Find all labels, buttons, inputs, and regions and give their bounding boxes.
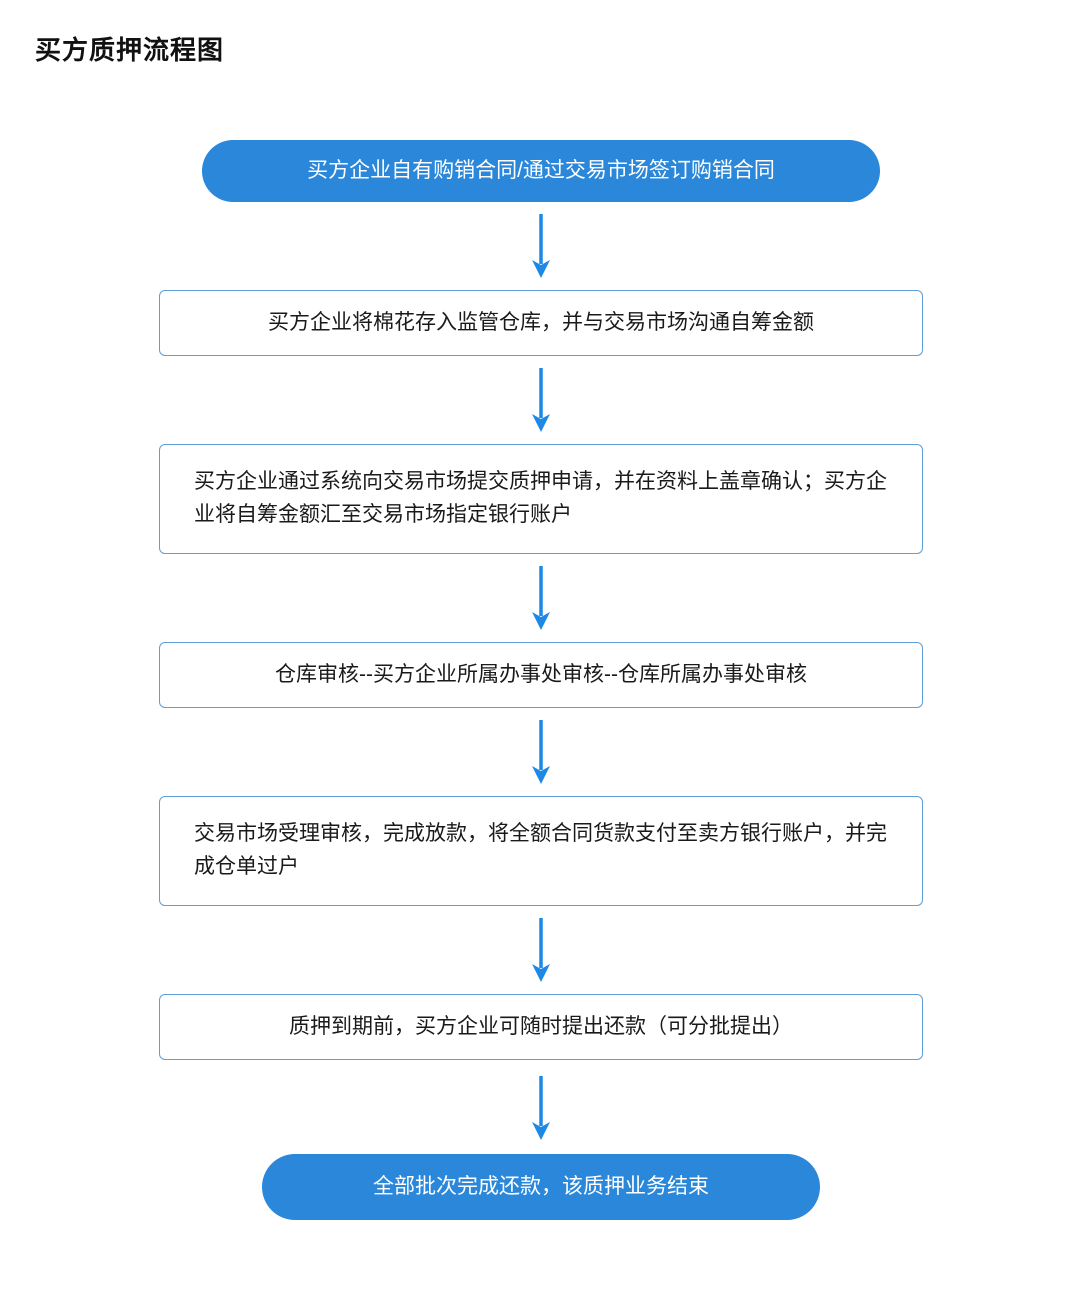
flow-node-end: 全部批次完成还款，该质押业务结束 (262, 1154, 820, 1220)
arrow-down-icon (532, 368, 550, 432)
flow-node-start: 买方企业自有购销合同/通过交易市场签订购销合同 (202, 140, 880, 202)
flow-node-step-2: 买方企业通过系统向交易市场提交质押申请，并在资料上盖章确认；买方企业将自筹金额汇… (159, 444, 923, 554)
flow-node-label: 仓库审核--买方企业所属办事处审核--仓库所属办事处审核 (275, 662, 807, 686)
flow-node-label: 买方企业通过系统向交易市场提交质押申请，并在资料上盖章确认；买方企业将自筹金额汇… (194, 470, 887, 526)
arrow-down-icon (532, 1076, 550, 1140)
flow-node-label: 买方企业将棉花存入监管仓库，并与交易市场沟通自筹金额 (268, 310, 814, 334)
arrow-down-icon (532, 566, 550, 630)
flow-node-step-1: 买方企业将棉花存入监管仓库，并与交易市场沟通自筹金额 (159, 290, 923, 356)
flow-node-label: 质押到期前，买方企业可随时提出还款（可分批提出） (289, 1014, 793, 1038)
flow-node-label: 全部批次完成还款，该质押业务结束 (373, 1174, 709, 1198)
flow-node-step-3: 仓库审核--买方企业所属办事处审核--仓库所属办事处审核 (159, 642, 923, 708)
flow-node-step-4: 交易市场受理审核，完成放款，将全额合同货款支付至卖方银行账户，并完成仓单过户 (159, 796, 923, 906)
arrow-down-icon (532, 918, 550, 982)
page-title: 买方质押流程图 (35, 35, 225, 65)
flow-node-step-5: 质押到期前，买方企业可随时提出还款（可分批提出） (159, 994, 923, 1060)
arrow-down-icon (532, 214, 550, 278)
flowchart: 买方企业自有购销合同/通过交易市场签订购销合同 买方企业将棉花存入监管仓库，并与… (0, 140, 1082, 1220)
arrow-down-icon (532, 720, 550, 784)
flow-node-label: 交易市场受理审核，完成放款，将全额合同货款支付至卖方银行账户，并完成仓单过户 (194, 822, 887, 878)
flow-node-label: 买方企业自有购销合同/通过交易市场签订购销合同 (307, 158, 775, 182)
